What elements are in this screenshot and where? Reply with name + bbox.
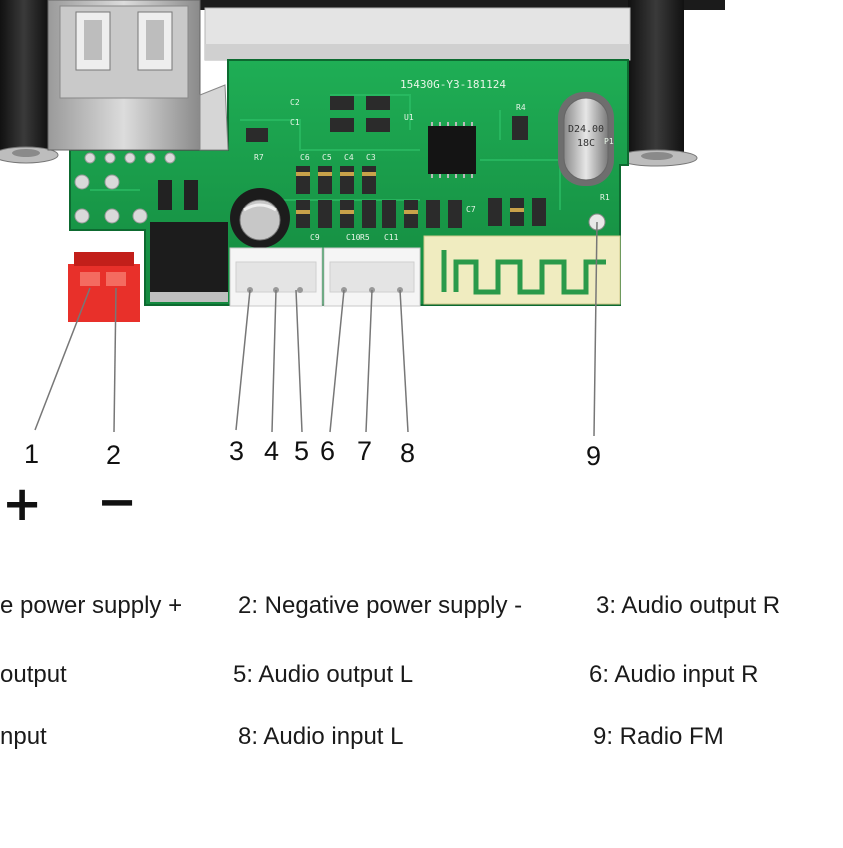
leader-line-4 <box>271 289 277 433</box>
silkscreen-label: C6 <box>300 153 310 162</box>
pin-number-1: 1 <box>24 439 40 469</box>
electrolytic-capacitor <box>230 188 290 248</box>
legend-item-7: nput <box>0 723 47 750</box>
solder-pads <box>74 152 176 224</box>
pin-number-6: 6 <box>320 436 336 466</box>
silkscreen-label: C10 <box>346 233 361 242</box>
silkscreen-label: C11 <box>384 233 399 242</box>
leader-line-3 <box>235 289 251 431</box>
silkscreen-label: U1 <box>404 113 414 122</box>
minus-sign: − <box>97 474 138 530</box>
regulator-chip <box>150 180 228 302</box>
legend-item-4: output <box>0 661 67 688</box>
legend-item-5: 5: Audio output L <box>233 661 414 688</box>
pin-number-2: 2 <box>106 440 122 470</box>
mounting-post-left <box>0 0 59 164</box>
leader-line-6 <box>329 289 345 433</box>
legend-item-2: 2: Negative power supply - <box>238 592 523 619</box>
pin-number-8: 8 <box>400 438 416 468</box>
silkscreen-code: 15430G-Y3-181124 <box>400 78 506 91</box>
silkscreen-label: C1 <box>290 118 300 127</box>
silkscreen-label: C9 <box>310 233 320 242</box>
main-ic-chip <box>428 122 476 178</box>
leader-lines <box>34 221 598 437</box>
top-housing <box>40 0 725 10</box>
legend-item-8: 8: Audio input L <box>238 723 404 750</box>
pin-number-9: 9 <box>586 441 602 471</box>
legend-item-1: e power supply + <box>0 592 183 619</box>
silkscreen-label: C5 <box>322 153 332 162</box>
silkscreen-label: R7 <box>254 153 264 162</box>
silkscreen-label: R1 <box>600 193 610 202</box>
crystal-label-top: D24.00 <box>568 124 604 135</box>
legend-item-3: 3: Audio output R <box>596 592 781 619</box>
silkscreen-label: C2 <box>290 98 300 107</box>
pin-number-3: 3 <box>229 436 245 466</box>
leader-line-1 <box>34 287 91 431</box>
pin-number-4: 4 <box>264 436 280 466</box>
silkscreen-label: R5 <box>360 233 370 242</box>
leader-line-7 <box>365 289 373 433</box>
silkscreen-label: P1 <box>604 137 614 146</box>
power-connector <box>68 252 140 322</box>
usb-shield-tab <box>199 84 229 151</box>
legend-item-9: 9: Radio FM <box>593 723 724 750</box>
smd-components <box>246 96 546 228</box>
crystal-oscillator: D24.00 18C <box>558 92 614 186</box>
leader-line-8 <box>399 289 409 433</box>
leader-line-5 <box>295 289 303 433</box>
silkscreen-label: R4 <box>516 103 526 112</box>
plus-sign: + <box>2 476 43 532</box>
pin-number-5: 5 <box>294 436 310 466</box>
usb-port <box>47 0 201 151</box>
legend-item-6: 6: Audio input R <box>589 661 759 688</box>
silkscreen-label: C4 <box>344 153 354 162</box>
silkscreen-label: C7 <box>466 205 476 214</box>
silkscreen-label: C3 <box>366 153 376 162</box>
fm-antenna <box>423 235 621 305</box>
leader-line-2 <box>113 287 117 433</box>
crystal-label-bottom: 18C <box>577 138 595 149</box>
leader-line-9 <box>593 221 598 437</box>
pin-number-7: 7 <box>357 436 373 466</box>
